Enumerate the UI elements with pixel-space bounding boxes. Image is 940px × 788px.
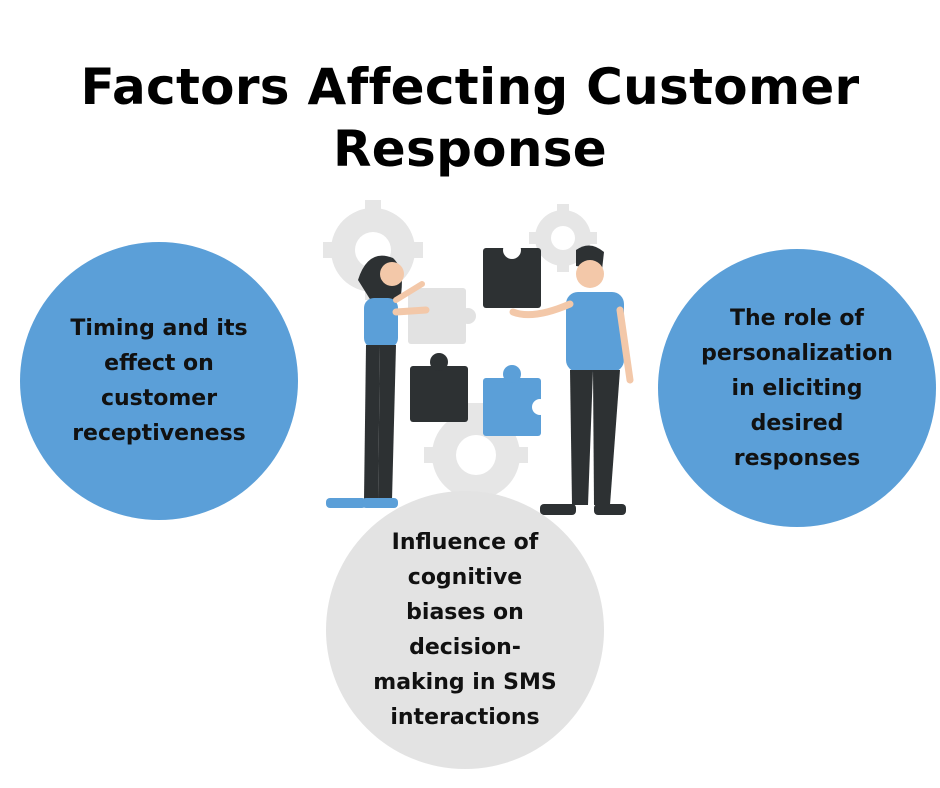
factor-circle-personalization: The role of personalization in eliciting… — [658, 249, 936, 527]
puzzle-piece-icon — [410, 353, 468, 422]
puzzle-piece-icon — [483, 241, 541, 308]
man-figure — [509, 245, 634, 515]
factor-circle-cognitive-biases: Influence of cognitive biases on decisio… — [326, 491, 604, 769]
factor-label-timing: Timing and its effect on customer recept… — [70, 316, 248, 446]
puzzle-piece-icon — [408, 288, 476, 344]
factor-label-personalization: The role of personalization in eliciting… — [701, 305, 893, 471]
page-title-line-2: Response — [333, 119, 607, 178]
factor-label-cognitive-biases: Influence of cognitive biases on decisio… — [373, 530, 557, 730]
puzzle-piece-icon — [483, 365, 548, 436]
page-title-line-1: Factors Affecting Customer — [80, 57, 860, 116]
page-title: Factors Affecting Customer Response — [0, 56, 940, 180]
factor-circle-timing: Timing and its effect on customer recept… — [20, 242, 298, 520]
woman-figure — [326, 255, 430, 508]
teamwork-puzzle-illustration — [323, 200, 634, 515]
